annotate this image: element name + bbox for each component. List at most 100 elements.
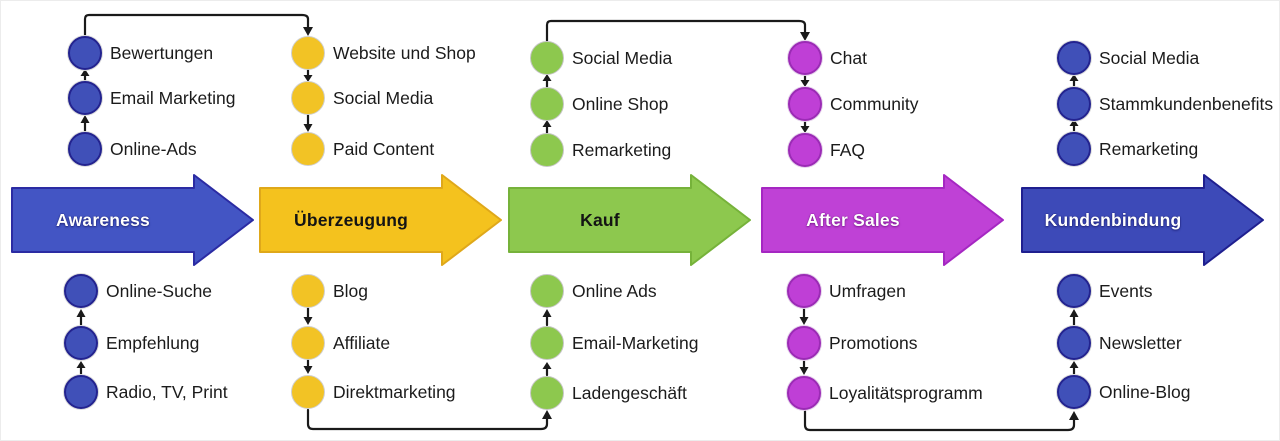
channel-label: Chat [830, 47, 867, 68]
channel-label: Remarketing [572, 139, 672, 160]
channel-dot [68, 81, 102, 115]
node-after-sales-bottom-3: Loyalitätsprogramm [787, 376, 983, 410]
channel-dot [788, 87, 822, 121]
node-awareness-bottom-1: Online-Suche [64, 274, 212, 308]
node-kauf-bottom-3: Ladengeschäft [530, 376, 687, 410]
channel-label: Promotions [829, 332, 918, 353]
channel-dot [64, 375, 98, 409]
right-arrow-shape [259, 174, 502, 266]
right-arrow-shape [761, 174, 1004, 266]
channel-label: Loyalitätsprogramm [829, 382, 983, 403]
channel-dot [68, 36, 102, 70]
channel-dot [64, 274, 98, 308]
node-awareness-bottom-3: Radio, TV, Print [64, 375, 228, 409]
channel-dot [291, 36, 325, 70]
channel-label: Affiliate [333, 332, 391, 353]
stage-label-kundenbindung: Kundenbindung [1044, 209, 1182, 230]
channel-label: Direktmarketing [333, 381, 456, 402]
stage-label-kauf: Kauf [580, 209, 620, 230]
channel-dot [291, 81, 325, 115]
channel-label: Social Media [333, 87, 434, 108]
channel-dot [787, 274, 821, 308]
channel-label: Social Media [572, 47, 673, 68]
node-ueberzeugung-top-3: Paid Content [291, 132, 434, 166]
channel-dot [530, 87, 564, 121]
channel-label: Community [830, 93, 919, 114]
node-after-sales-top-2: Community [788, 87, 919, 121]
node-awareness-bottom-2: Empfehlung [64, 326, 199, 360]
channel-dot [1057, 326, 1091, 360]
node-kundenbindung-top-2: Stammkundenbenefits [1057, 87, 1273, 121]
channel-label: Remarketing [1099, 138, 1199, 159]
channel-dot [1057, 41, 1091, 75]
node-kauf-bottom-1: Online Ads [530, 274, 657, 308]
channel-dot [68, 132, 102, 166]
channel-dot [1057, 87, 1091, 121]
node-after-sales-bottom-1: Umfragen [787, 274, 906, 308]
channel-label: Bewertungen [110, 42, 214, 63]
node-kundenbindung-top-3: Remarketing [1057, 132, 1198, 166]
channel-label: Online-Ads [110, 138, 197, 159]
channel-label: Radio, TV, Print [106, 381, 228, 402]
node-kauf-top-3: Remarketing [530, 133, 671, 167]
node-after-sales-top-3: FAQ [788, 133, 865, 167]
node-kundenbindung-top-1: Social Media [1057, 41, 1199, 75]
channel-dot [291, 326, 325, 360]
stage-label-after-sales: After Sales [806, 209, 900, 230]
channel-dot [64, 326, 98, 360]
node-kundenbindung-bottom-1: Events [1057, 274, 1153, 308]
channel-dot [530, 41, 564, 75]
node-awareness-top-2: Email Marketing [68, 81, 235, 115]
channel-dot [1057, 274, 1091, 308]
node-kundenbindung-bottom-2: Newsletter [1057, 326, 1182, 360]
node-ueberzeugung-bottom-2: Affiliate [291, 326, 390, 360]
node-ueberzeugung-bottom-1: Blog [291, 274, 368, 308]
node-ueberzeugung-top-2: Social Media [291, 81, 433, 115]
channel-label: Umfragen [829, 280, 906, 301]
channel-label: FAQ [830, 139, 866, 160]
channel-dot [291, 274, 325, 308]
channel-dot [291, 375, 325, 409]
right-arrow-shape [1021, 174, 1264, 266]
channel-dot [530, 326, 564, 360]
channel-label: Online Ads [572, 280, 657, 301]
channel-dot [788, 133, 822, 167]
channel-label: Ladengeschäft [572, 382, 687, 403]
channel-dot [530, 274, 564, 308]
channel-dot [530, 376, 564, 410]
channel-dot [1057, 375, 1091, 409]
channel-dot [530, 133, 564, 167]
channel-label: Social Media [1099, 47, 1200, 68]
node-after-sales-top-1: Chat [788, 41, 867, 75]
node-awareness-top-1: Bewertungen [68, 36, 213, 70]
stage-label-awareness: Awareness [56, 209, 150, 230]
channel-label: Email Marketing [110, 87, 236, 108]
stage-arrow-kundenbindung: Kundenbindung [1021, 173, 1265, 267]
stage-arrow-awareness: Awareness [11, 173, 255, 267]
channel-dot [787, 326, 821, 360]
stage-arrow-kauf: Kauf [508, 173, 752, 267]
channel-dot [788, 41, 822, 75]
channel-label: Online Shop [572, 93, 669, 114]
node-ueberzeugung-bottom-3: Direktmarketing [291, 375, 456, 409]
channel-label: Blog [333, 280, 369, 301]
channel-label: Stammkundenbenefits [1099, 93, 1274, 114]
node-kauf-bottom-2: Email-Marketing [530, 326, 698, 360]
channel-label: Newsletter [1099, 332, 1182, 353]
channel-dot [787, 376, 821, 410]
node-after-sales-bottom-2: Promotions [787, 326, 918, 360]
channel-label: Empfehlung [106, 332, 200, 353]
stage-arrow-after-sales: After Sales [761, 173, 1005, 267]
right-arrow-shape [11, 174, 254, 266]
channel-label: Paid Content [333, 138, 435, 159]
stage-label-ueberzeugung: Überzeugung [293, 209, 408, 230]
channel-dot [1057, 132, 1091, 166]
stage-arrow-ueberzeugung: Überzeugung [259, 173, 503, 267]
channel-label: Email-Marketing [572, 332, 699, 353]
right-arrow-shape [508, 174, 751, 266]
channel-dot [291, 132, 325, 166]
node-ueberzeugung-top-1: Website und Shop [291, 36, 476, 70]
node-kundenbindung-bottom-3: Online-Blog [1057, 375, 1190, 409]
channel-label: Online-Blog [1099, 381, 1191, 402]
